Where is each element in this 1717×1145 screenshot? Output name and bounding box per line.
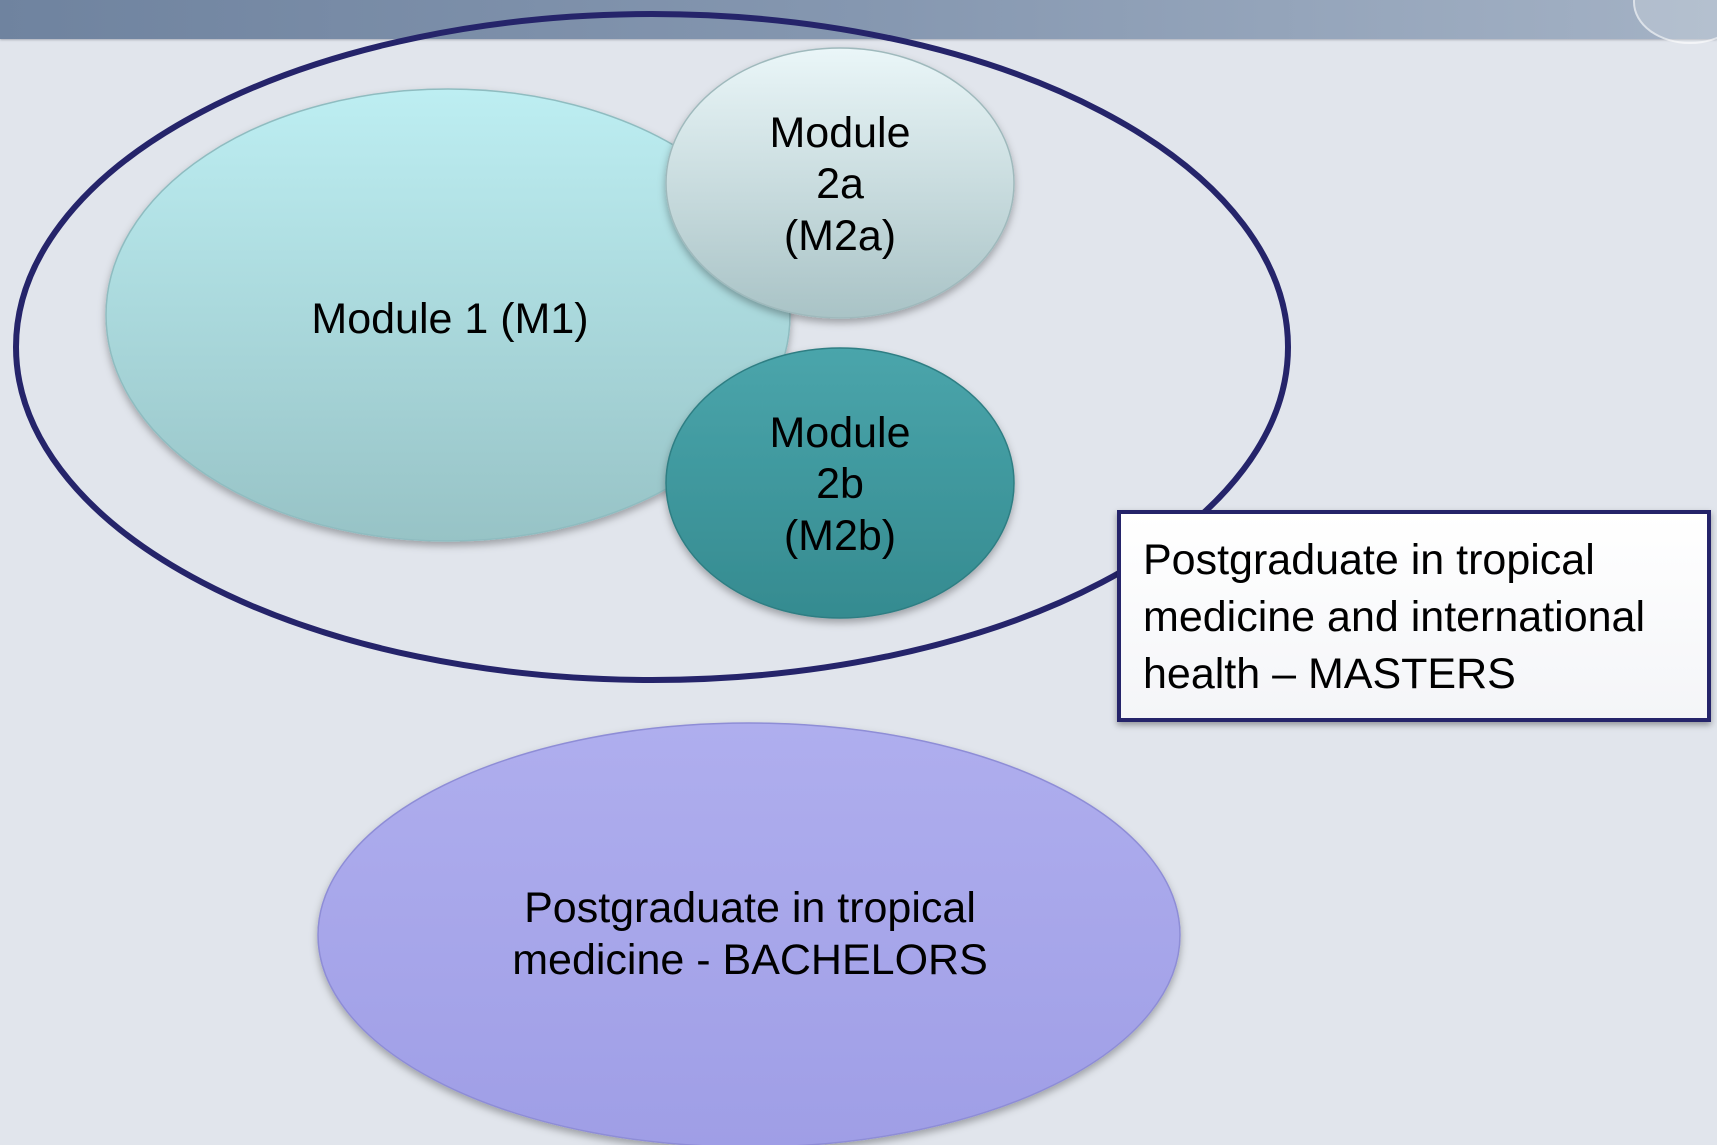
module2a-ellipse bbox=[665, 47, 1015, 319]
bachelors-ellipse bbox=[317, 722, 1181, 1145]
module2b-label: Module 2b (M2b) bbox=[769, 408, 911, 560]
module2a-label: Module 2a (M2a) bbox=[769, 108, 911, 260]
module1-label: Module 1 (M1) bbox=[311, 295, 589, 344]
bachelors-label: Postgraduate in tropical medicine - BACH… bbox=[512, 884, 988, 984]
masters-callout: Postgraduate in tropical medicine and in… bbox=[1117, 510, 1711, 722]
masters-ring bbox=[13, 11, 1291, 683]
masters-label: Postgraduate in tropical medicine and in… bbox=[1143, 536, 1645, 699]
module2b-ellipse bbox=[665, 347, 1015, 619]
module1-ellipse bbox=[105, 88, 791, 542]
